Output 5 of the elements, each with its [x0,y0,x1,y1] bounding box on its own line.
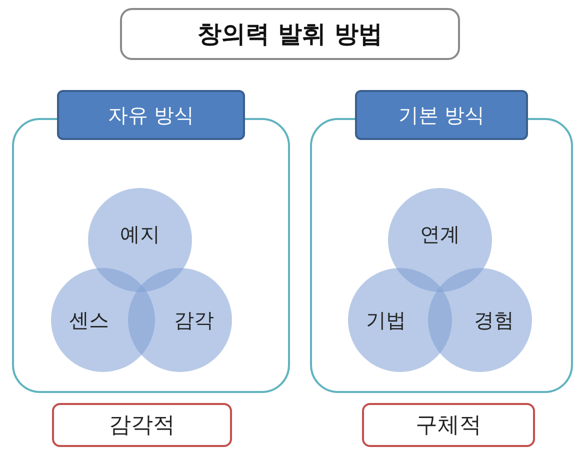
result-box: 구체적 [362,403,535,447]
header-box: 기본 방식 [355,90,528,140]
result-box: 감각적 [52,403,232,447]
header-box: 자유 방식 [57,90,245,140]
title-box: 창의력 발휘 방법 [120,8,460,60]
